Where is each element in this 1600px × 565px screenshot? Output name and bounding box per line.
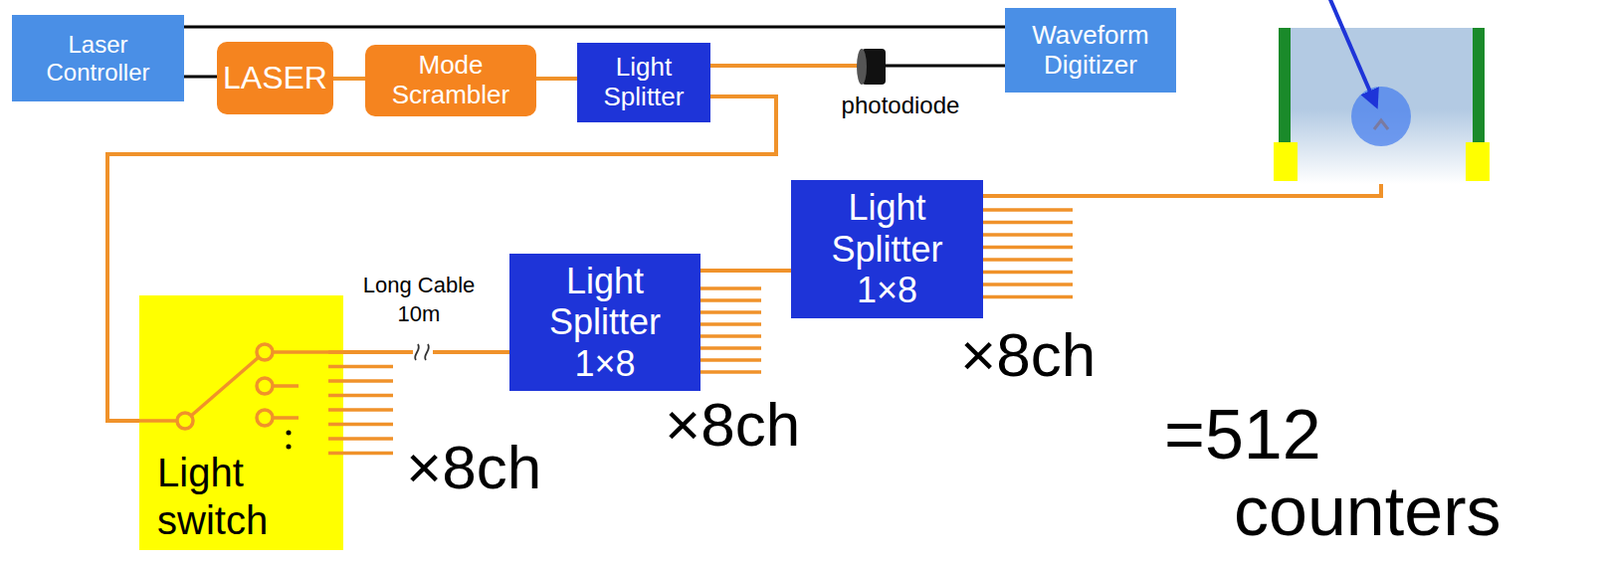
fiber-in: [139, 418, 178, 423]
drawing-part: [698, 334, 762, 339]
light-spot: [1351, 86, 1411, 147]
photodiode-node: photodiode: [817, 45, 984, 122]
cable-break: [412, 342, 433, 363]
drawing-part: [698, 310, 762, 315]
break-mark: [424, 344, 429, 361]
connector: [710, 63, 818, 68]
drawing-part: [328, 379, 394, 384]
fiber-fan: [328, 352, 394, 454]
switch-contact: [256, 409, 273, 426]
drawing-part: [981, 207, 1073, 212]
drawing-part: [981, 220, 1073, 225]
drawing-part: [328, 436, 394, 441]
photosensor: [1465, 142, 1490, 182]
box-label: photodiode: [817, 91, 984, 120]
edge-label: Long Cable 10m: [354, 271, 484, 329]
switch-lever: [191, 357, 259, 416]
drawing-part: [698, 298, 762, 303]
connector: [536, 76, 578, 81]
box-label: Mode Scrambler: [373, 50, 529, 111]
drawing-part: [698, 370, 762, 375]
connector: [983, 64, 1005, 68]
drawing-part: [698, 322, 762, 327]
switch-contact: [256, 344, 273, 361]
drawing-part: [981, 270, 1073, 275]
fiber-fan: [698, 288, 762, 373]
drawing-part: [328, 451, 394, 456]
device-box: Waveform Digitizer: [1004, 7, 1177, 93]
box-label: Waveform Digitizer: [1012, 20, 1169, 81]
break-mark: [414, 344, 419, 361]
box-label: Light Splitter 1×8: [804, 187, 970, 311]
box-label: Light switch: [157, 448, 297, 545]
box-label: Light Splitter: [583, 52, 705, 113]
drawing-part: [981, 257, 1073, 262]
switch-out: [272, 415, 299, 420]
drawing-part: [328, 394, 394, 399]
break-patch: [412, 342, 433, 363]
more-dot: [286, 430, 292, 436]
light-guide: [1278, 27, 1291, 146]
device-box: LASER: [216, 41, 334, 115]
drawing-part: [981, 232, 1073, 237]
drawing-part: [328, 365, 394, 370]
switch-box: Light switch: [139, 295, 344, 551]
box-label: LASER: [222, 59, 328, 97]
connector: [700, 268, 792, 273]
box-label: Light Splitter 1×8: [523, 260, 687, 385]
photosensor: [1273, 142, 1298, 182]
pointer-arrow: [1328, 0, 1377, 106]
switch-out: [272, 384, 299, 389]
drawing-part: [328, 422, 394, 427]
device-box: Light Splitter: [577, 42, 711, 123]
switch-contact: [256, 378, 273, 395]
connector: [184, 25, 1005, 29]
annotation: =512 counters: [1233, 397, 1563, 551]
drawing-part: [981, 282, 1073, 287]
drawing-part: [328, 407, 394, 412]
drawing-part: [981, 295, 1073, 300]
drawing-part: [698, 358, 762, 363]
switch-pivot: [177, 412, 194, 429]
device-box: Laser Controller: [11, 14, 185, 102]
drawing-part: [139, 344, 344, 429]
fiber-fan: [981, 209, 1073, 298]
device-box: Mode Scrambler: [365, 44, 537, 117]
device-box: Light Splitter 1×8: [509, 253, 701, 392]
drawing-part: [981, 245, 1073, 250]
drawing-part: [698, 286, 762, 291]
counter-drawing: [1273, 0, 1490, 185]
diode-face: [856, 48, 867, 85]
connector: [333, 76, 366, 81]
drawing-part: [328, 350, 394, 355]
device-box: Light Splitter 1×8: [791, 180, 984, 319]
annotation: ×8ch: [960, 321, 1096, 390]
fiber-stub: [817, 63, 860, 68]
light-guide: [1472, 27, 1485, 146]
photodiode-symbol: [817, 48, 984, 85]
spot-arrowhead: [1374, 120, 1389, 130]
box-label: Laser Controller: [19, 30, 177, 86]
scintillator-fade: [1283, 109, 1479, 185]
connector: [184, 75, 217, 79]
annotation: ×8ch: [405, 433, 542, 502]
signal-stub: [883, 64, 984, 68]
drawing-part: [698, 346, 762, 351]
more-dot: [286, 444, 292, 450]
annotation: ×8ch: [664, 391, 800, 459]
